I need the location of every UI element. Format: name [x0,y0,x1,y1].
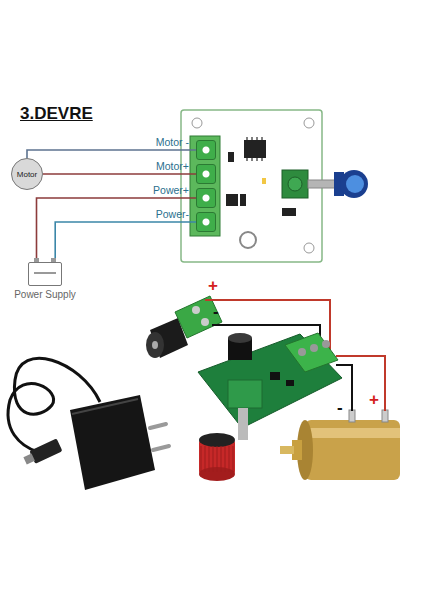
wire [43,173,196,175]
polarity-sign: - [337,398,343,417]
motor-label: Motor [17,170,37,179]
mount-hole [304,118,314,128]
terminal-label: Motor - [156,136,189,148]
board-terminal [285,333,338,372]
terminal-screw: Motor - [196,140,216,160]
wire [27,150,196,158]
capacitor-top [228,333,252,343]
adapter-edge [72,399,138,414]
knob-ridge [229,446,230,472]
dc-motor [305,420,400,480]
screw [192,306,200,314]
knob-ridge [213,446,214,472]
knob [340,170,368,198]
terminal-label: Motor+ [156,160,189,172]
terminal-block [190,136,220,236]
jack-face [146,332,164,358]
knob-ridge [201,446,202,472]
motor-shine [305,428,400,438]
screw [298,348,306,356]
pot-shaft [238,408,248,440]
jack-terminal [175,296,222,338]
terminal-screw: Power+ [196,188,216,208]
jack-pin [152,341,158,349]
supply-cap [34,258,39,262]
smd-part [228,152,234,162]
plug-tip [23,453,35,464]
motor-circle: Motor [11,158,43,190]
mount-hole [192,118,202,128]
barrel-plug [22,438,62,467]
smd-part [286,380,294,386]
knob-ridge [221,446,222,472]
mount-hole [304,243,314,253]
terminal-screw: Motor+ [196,164,216,184]
terminal-label: Power- [156,208,189,220]
wall-adapter [70,395,155,490]
knob-ridge [205,446,206,472]
pot-dial [288,177,302,191]
red-wire [336,356,385,411]
knob-ridge [225,446,226,472]
motor-terminal [349,410,355,422]
knob-face [346,175,364,193]
wire [55,222,196,262]
terminal-screw: Power- [196,212,216,232]
terminal-label: Power+ [153,184,189,196]
pot-shaft [308,180,336,188]
knob-ridge [233,446,234,472]
polarity-sign: - [213,302,219,321]
potentiometer [282,170,308,198]
motor-shaft [280,446,294,454]
knob-ridge [217,446,218,472]
supply-label: Power Supply [14,289,76,300]
smd-part [240,194,246,206]
chip-pins [247,137,262,161]
screw [322,340,330,348]
polarity-sign: + [369,390,379,409]
screw [201,318,209,326]
pcb-board [181,110,322,262]
plug-prongs [150,424,169,450]
knob-ridges [201,446,233,472]
knob-ridge [209,446,210,472]
smd-part [282,208,296,216]
supply-bar [34,272,56,274]
knob-top [199,433,235,447]
polarity-sign: + [208,276,218,295]
power-supply-icon: Power Supply [28,262,62,286]
circuit-title: 3.DEVRE [20,104,93,124]
smd-part [226,194,238,206]
potentiometer [228,380,262,408]
wire [37,198,197,262]
pwm-board [198,334,342,428]
ic-chip [244,140,266,158]
led [262,178,266,184]
screw [310,344,318,352]
mount-hole [240,232,256,248]
motor-terminal [382,410,388,422]
supply-cap [51,258,56,262]
smd-part [270,372,280,380]
